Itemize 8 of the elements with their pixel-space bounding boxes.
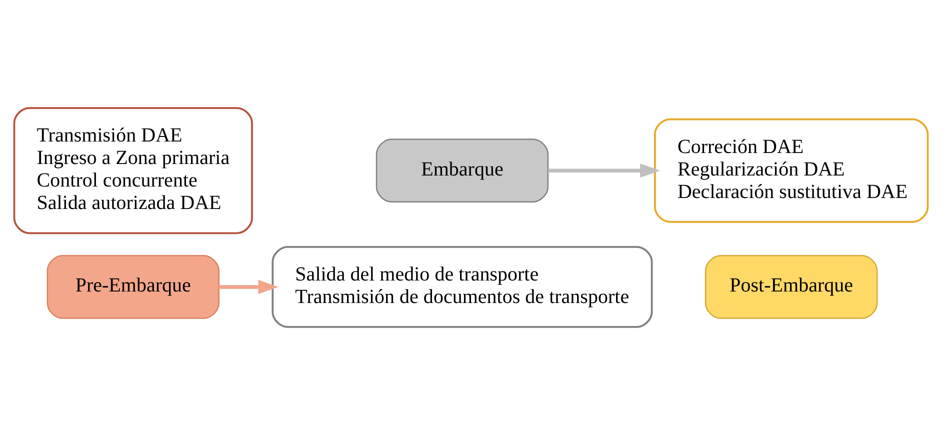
node-box: Post-Embarque xyxy=(705,254,878,318)
node-box: Salida del medio de transporte Transmisión de documentos de transporte xyxy=(272,245,653,328)
arrow xyxy=(218,279,278,294)
node-box: Correción DAE Regularización DAE Declaración sustitutiva DAE xyxy=(654,118,929,222)
node-box: Transmisión DAE Ingreso a Zona primaria Control concurrente Salida autorizada DAE xyxy=(13,106,253,234)
node-box: Pre-Embarque xyxy=(46,254,220,318)
node-box: Embarque xyxy=(376,138,549,202)
arrow xyxy=(548,163,660,178)
